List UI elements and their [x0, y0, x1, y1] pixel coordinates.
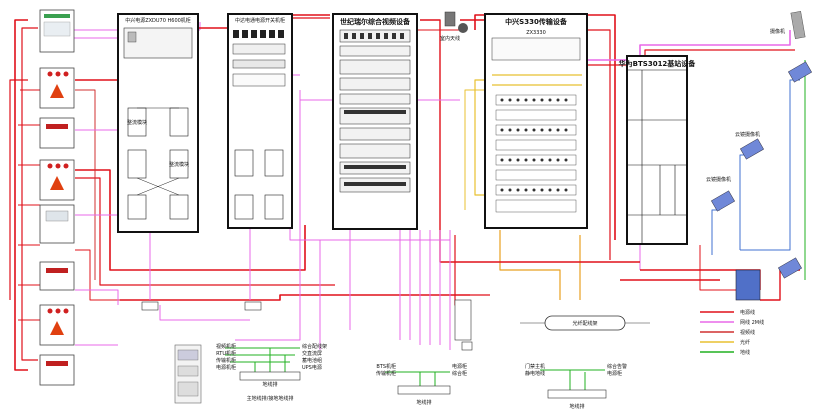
- antenna-label: 室内天线: [440, 35, 460, 42]
- cabinet3-title: 世纪瑞尔综合视频设备: [340, 17, 411, 26]
- cabinet1-title: 中兴电源ZXDU70 H600机柜: [125, 17, 191, 24]
- camera-icon: [787, 61, 813, 83]
- legend-label: 光纤: [740, 339, 750, 346]
- ground-bar-label: 地线排: [416, 399, 431, 406]
- box1-left-1: RTU机柜: [216, 350, 236, 357]
- ground-bar-label: 地线排: [569, 403, 584, 410]
- legend-label: 视频线: [740, 329, 755, 336]
- legend-label: 电源线: [740, 309, 755, 316]
- legend-label: 网线 2M线: [740, 319, 764, 326]
- ground-box-2: BTS机柜 传输机柜 电源柜 综合柜 地线排: [376, 363, 467, 406]
- box1-left-3: 电源机柜: [216, 364, 236, 371]
- camera2-label: 云镜摄像机: [735, 131, 760, 138]
- cabinet-power-delta: 中达电通电源开关机柜: [227, 13, 293, 229]
- box1-right-2: 蓄电池组: [302, 357, 322, 364]
- cabinet5-title: 华为BTS3012基站设备: [619, 59, 697, 68]
- box2-left-1: 传输机柜: [376, 370, 396, 377]
- camera3-label: 云镜摄像机: [706, 176, 731, 183]
- box1-left-2: 传输机柜: [216, 357, 236, 364]
- camera-icon: 云镜摄像机: [706, 176, 736, 212]
- cabinet-bts: 华为BTS3012基站设备: [619, 55, 697, 245]
- box1-right-1: 交直流屏: [302, 350, 322, 357]
- control-box: [735, 269, 761, 301]
- bottom-rack: [174, 344, 202, 404]
- box3-left-1: 静电地线: [525, 370, 545, 377]
- box2-right-1: 综合柜: [452, 370, 467, 377]
- cabinet2-title: 中达电通电源开关机柜: [235, 17, 285, 24]
- junction-boxes: [141, 299, 473, 351]
- cabinet4-subtitle: ZX3330: [526, 30, 546, 36]
- box3-right-1: 电源柜: [607, 370, 622, 377]
- fiber-distribution: 光纤配线架: [520, 315, 650, 331]
- module-label: 整流模块: [169, 161, 189, 168]
- ground-bar-label: 地线排: [262, 381, 277, 388]
- cabinet-transmission: 中兴S330传输设备 ZX3330: [484, 13, 588, 229]
- cabinet-video: 世纪瑞尔综合视频设备: [332, 13, 418, 230]
- box3-right-0: 综合告警: [607, 363, 627, 370]
- cameras: 摄像机 云镜摄像机 云镜摄像机: [706, 11, 813, 301]
- box2-left-0: BTS机柜: [376, 363, 396, 370]
- antenna-icon: 室内天线: [440, 11, 468, 42]
- box2-right-0: 电源柜: [452, 363, 467, 370]
- ground-box-3: 门禁主机 静电地线 综合告警 电源柜 地线排: [525, 363, 627, 410]
- camera1-label: 摄像机: [770, 28, 785, 35]
- left-power-panels: [39, 9, 75, 386]
- cabinet4-title: 中兴S330传输设备: [505, 17, 568, 26]
- odf-label: 光纤配线架: [572, 320, 597, 327]
- ground-box-1: 视频机柜 RTU机柜 传输机柜 电源机柜 综合配线架 交直流屏 蓄电池组 UPS…: [216, 343, 327, 402]
- legend-label: 地线: [740, 349, 750, 356]
- box3-left-0: 门禁主机: [525, 363, 545, 370]
- box1-right-3: UPS电源: [302, 364, 322, 371]
- module-label: 整流模块: [127, 119, 147, 126]
- box1-left-0: 视频机柜: [216, 343, 236, 350]
- box1-right-0: 综合配线架: [302, 343, 327, 350]
- camera-icon: 云镜摄像机: [735, 131, 765, 160]
- camera-icon: 摄像机: [770, 11, 806, 39]
- cabinet-power-zte: 中兴电源ZXDU70 H600机柜 整流模块 整流模块: [117, 13, 199, 233]
- box1-caption: 主地线排/接地地线排: [247, 395, 294, 402]
- camera-icon: [777, 257, 803, 279]
